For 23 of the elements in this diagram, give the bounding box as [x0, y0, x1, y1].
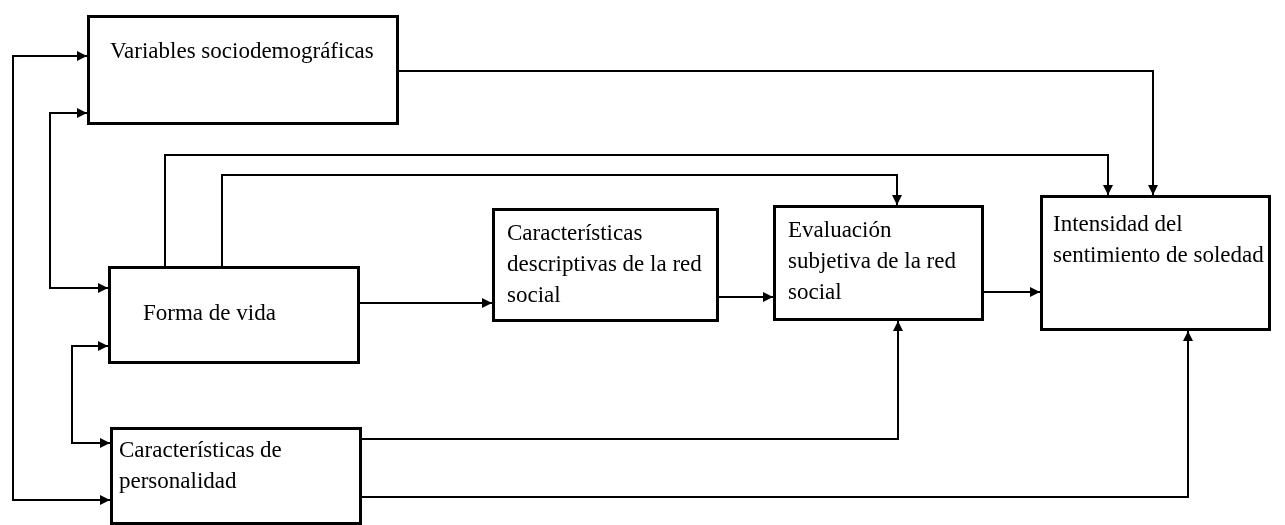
arrow [718, 292, 774, 302]
arrow [221, 174, 902, 267]
box-label: Características de personalidad [119, 436, 283, 495]
arrow [361, 330, 1193, 498]
box-label: Características descriptivas de la red social [507, 219, 703, 309]
process-box [108, 266, 360, 364]
box-label: Variables sociodemográficas [110, 37, 375, 65]
process-box [773, 205, 984, 321]
arrow [983, 287, 1041, 297]
process-box [1040, 195, 1271, 331]
arrow [49, 108, 109, 293]
process-box [110, 427, 362, 525]
arrow [359, 298, 493, 308]
box-label: Evaluación subjetiva de la red social [788, 216, 957, 306]
arrow [361, 320, 903, 440]
process-box [492, 208, 719, 322]
arrow [12, 51, 111, 505]
box-label: Forma de vida [143, 299, 277, 327]
arrow [398, 70, 1158, 196]
arrow [164, 154, 1113, 267]
arrow [71, 341, 111, 448]
process-box [87, 15, 399, 125]
box-label: Intensidad del sentimiento de soledad [1053, 210, 1265, 269]
